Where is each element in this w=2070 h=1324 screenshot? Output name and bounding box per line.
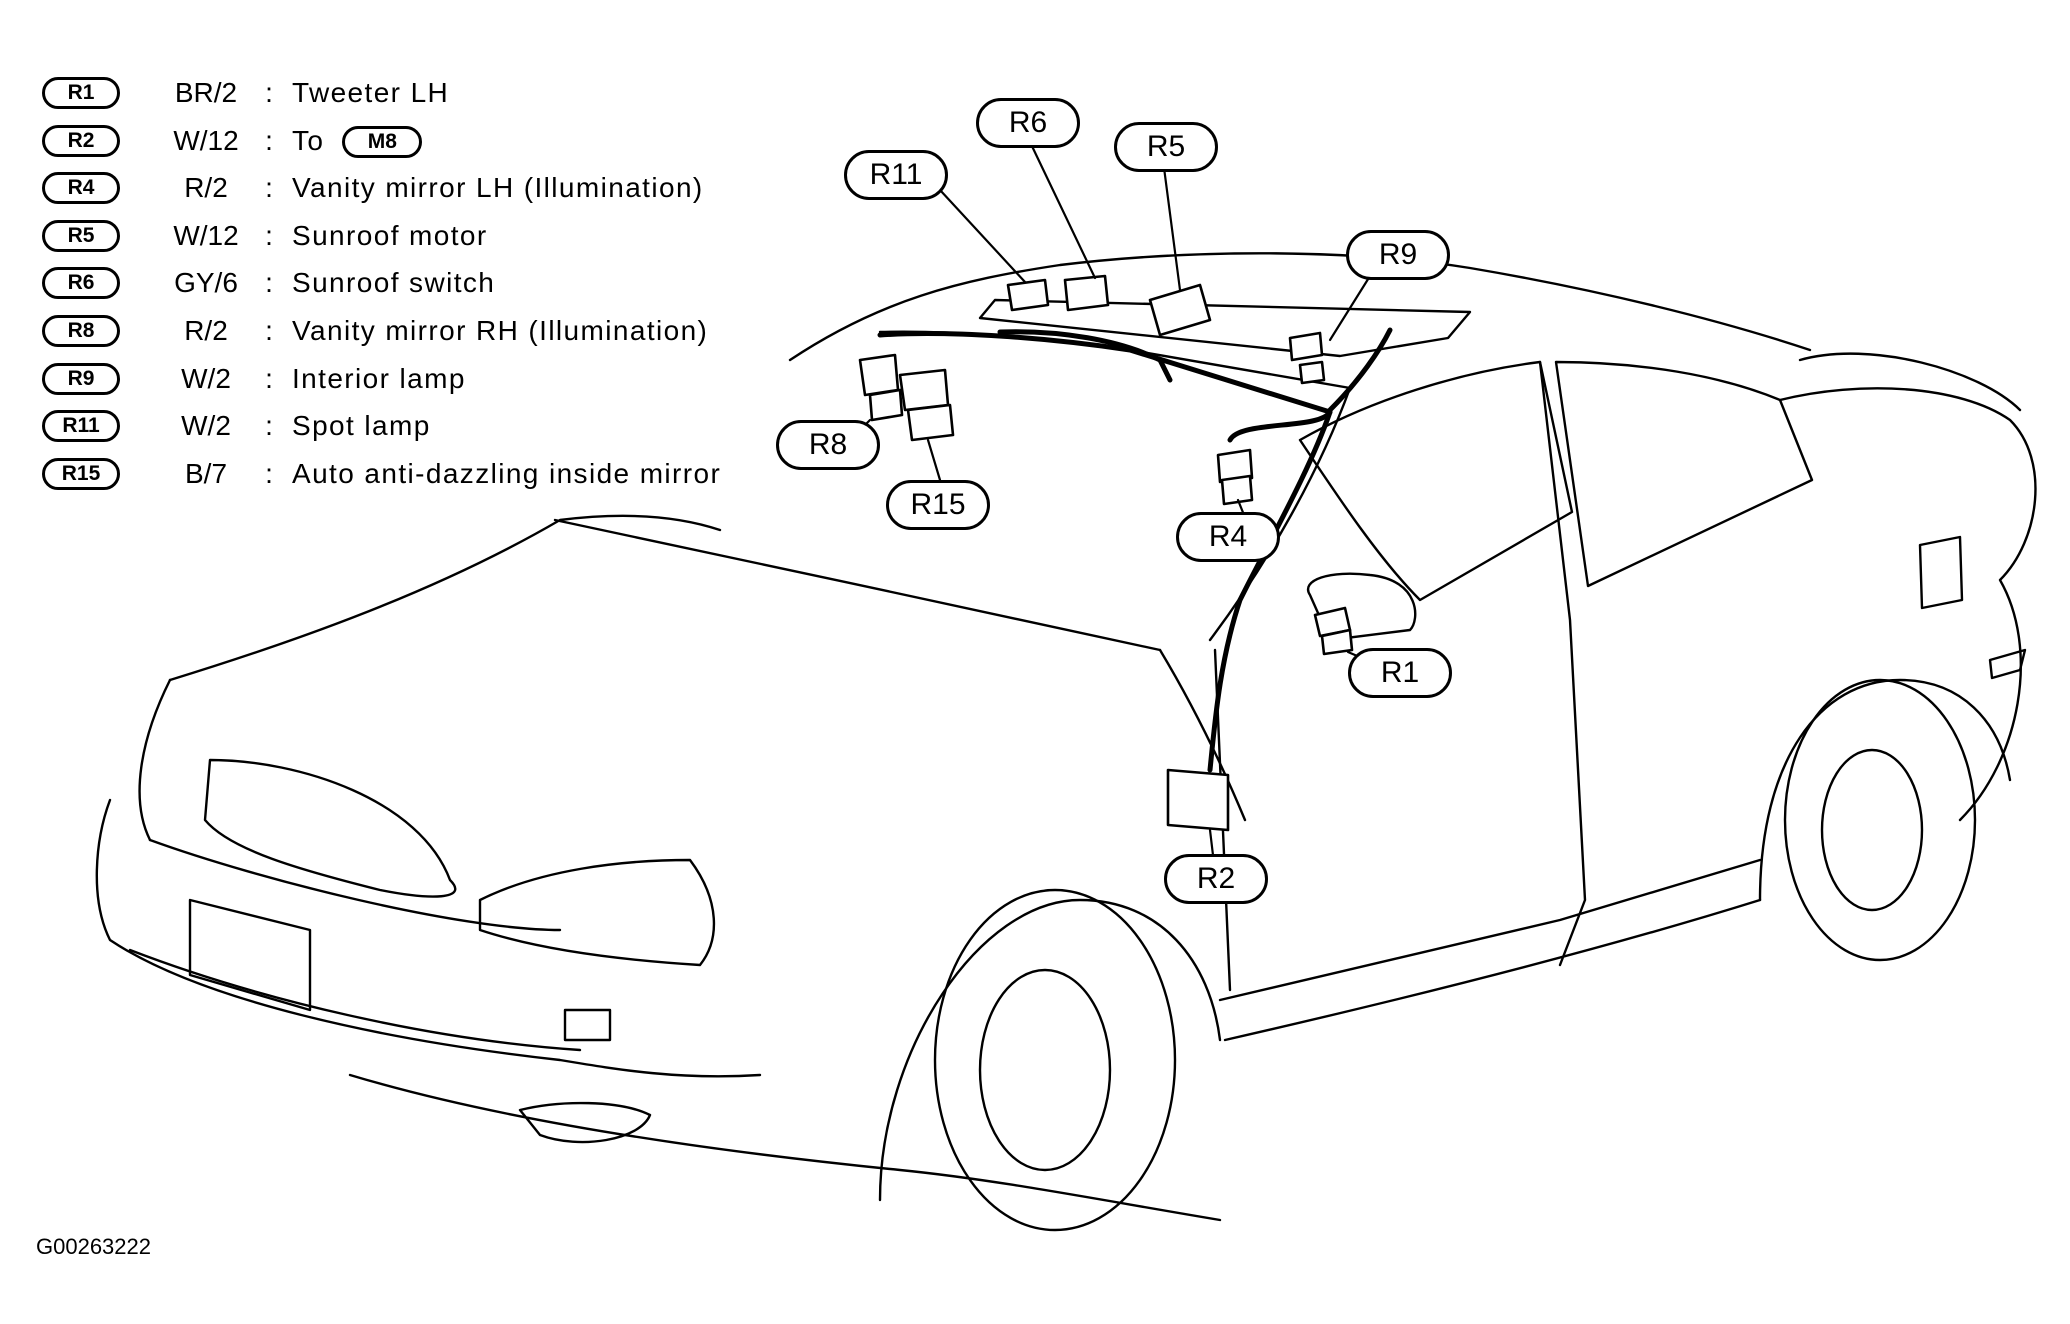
connector-r1 bbox=[1313, 606, 1354, 656]
connector-r6 bbox=[1063, 274, 1110, 312]
connector-r9 bbox=[1288, 331, 1326, 385]
connector-description: Auto anti-dazzling inside mirror bbox=[292, 457, 722, 489]
separator: : bbox=[265, 172, 273, 204]
wiring-harness bbox=[877, 327, 1393, 773]
callout-r6: R6 bbox=[976, 98, 1080, 148]
callout-r8: R8 bbox=[776, 420, 880, 470]
connector-badge: R2 bbox=[42, 124, 120, 157]
wire-code: W/2 bbox=[181, 362, 231, 394]
connector-r2 bbox=[1166, 768, 1230, 832]
separator: : bbox=[265, 219, 273, 251]
connector-badge: R9 bbox=[42, 362, 120, 395]
separator: : bbox=[265, 410, 273, 442]
connector-description: Sunroof motor bbox=[292, 219, 488, 251]
wire-code: R/2 bbox=[184, 172, 228, 204]
connector-badge: R8 bbox=[42, 314, 120, 347]
connector-r5 bbox=[1148, 283, 1212, 337]
connector-badge: R1 bbox=[42, 77, 120, 109]
connector-description: To bbox=[292, 124, 325, 156]
connector-description: Vanity mirror LH (Illumination) bbox=[292, 172, 704, 204]
connector-badge: R5 bbox=[42, 219, 120, 252]
wire-code: W/12 bbox=[173, 124, 239, 156]
connectors bbox=[858, 274, 1354, 832]
connector-badge: R4 bbox=[42, 172, 120, 205]
figure-id: G00263222 bbox=[36, 1234, 151, 1259]
separator: : bbox=[265, 267, 273, 299]
wire-code: W/12 bbox=[173, 219, 239, 251]
connector-description: Sunroof switch bbox=[292, 267, 496, 299]
connector-r4 bbox=[1216, 448, 1254, 506]
connector-r8 bbox=[858, 353, 904, 422]
connector-r15 bbox=[898, 368, 955, 442]
callout-r2: R2 bbox=[1164, 854, 1268, 904]
wire-code: GY/6 bbox=[174, 267, 238, 299]
callout-r1: R1 bbox=[1348, 648, 1452, 698]
wire-code: R/2 bbox=[184, 314, 228, 346]
connector-badge: R6 bbox=[42, 267, 120, 300]
wire-code: BR/2 bbox=[174, 77, 238, 108]
connector-description: Spot lamp bbox=[292, 410, 431, 442]
separator: : bbox=[265, 77, 273, 108]
connector-description: Tweeter LH bbox=[292, 77, 450, 108]
reference-badge: M8 bbox=[342, 125, 423, 158]
wire-code: B/7 bbox=[184, 457, 228, 489]
connector-description: Vanity mirror RH (Illumination) bbox=[292, 314, 709, 346]
callout-r11: R11 bbox=[844, 150, 948, 200]
car-body-outline bbox=[95, 252, 2037, 1232]
callout-r15: R15 bbox=[886, 480, 990, 530]
wire-code: W/2 bbox=[181, 410, 231, 442]
connector-r11 bbox=[1006, 278, 1050, 312]
separator: : bbox=[265, 314, 273, 346]
separator: : bbox=[265, 124, 273, 156]
callout-r5: R5 bbox=[1114, 122, 1218, 172]
connector-badge: R15 bbox=[42, 457, 120, 490]
separator: : bbox=[265, 362, 273, 394]
connector-badge: R11 bbox=[42, 410, 120, 443]
separator: : bbox=[265, 457, 273, 489]
callout-r9: R9 bbox=[1346, 230, 1450, 280]
connector-description: Interior lamp bbox=[292, 362, 466, 394]
callout-r4: R4 bbox=[1176, 512, 1280, 562]
connector-description-row: To M8 bbox=[292, 124, 423, 160]
